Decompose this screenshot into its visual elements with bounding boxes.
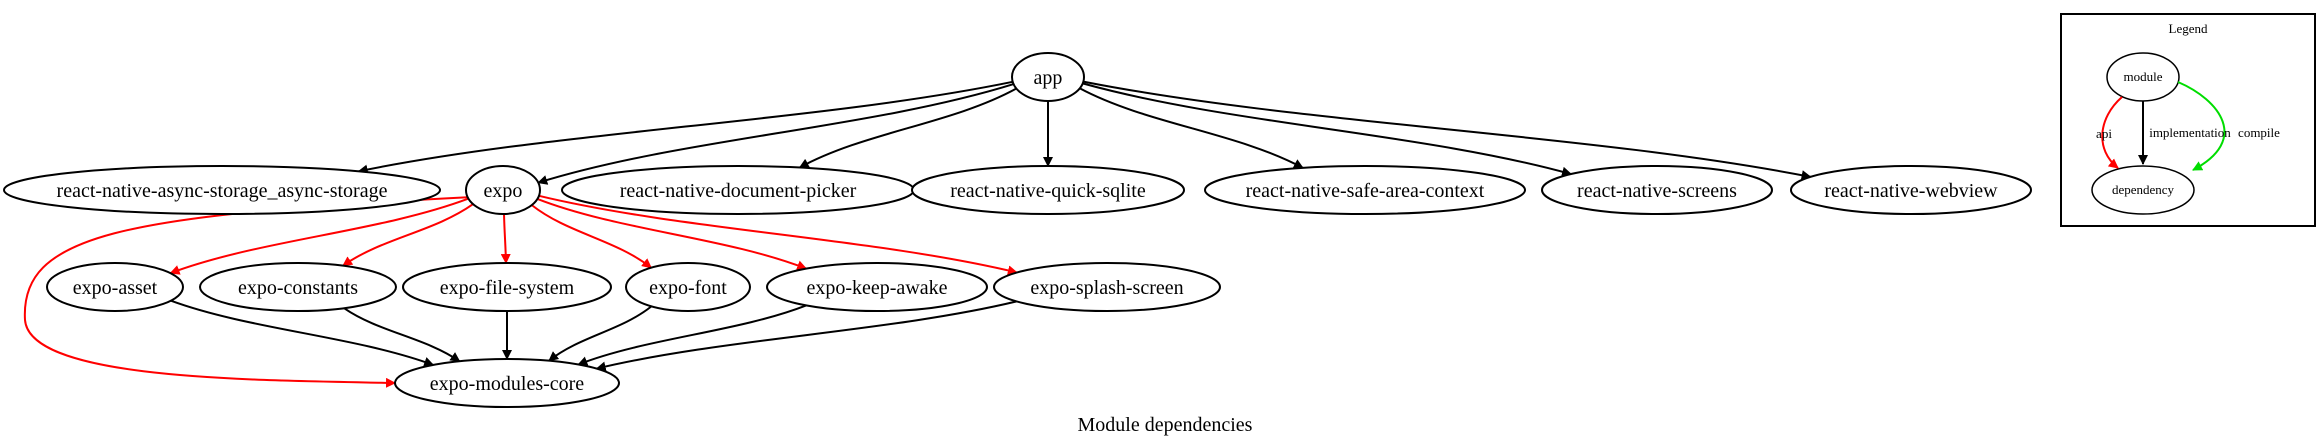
legend-edge-compile — [2177, 81, 2226, 171]
legend-edge-api — [2101, 96, 2123, 169]
edge-expo-font-to-expo-modules-core — [548, 305, 653, 362]
graph-caption: Module dependencies — [1078, 414, 1253, 436]
legend-title: Legend — [2169, 21, 2208, 36]
edge-app-to-webview — [1083, 80, 1812, 181]
node-label: expo-asset — [73, 277, 158, 299]
edge-expo-to-expo-modules-core — [23, 196, 468, 388]
node-expo-modules-core[interactable]: expo-modules-core — [394, 358, 620, 408]
edge-app-to-safe-area — [1079, 87, 1304, 169]
node-expo-splash-screen[interactable]: expo-splash-screen — [993, 262, 1221, 312]
node-app[interactable]: app — [1011, 52, 1085, 102]
node-expo-constants[interactable]: expo-constants — [199, 262, 397, 312]
edge-app-to-expo — [537, 83, 1014, 185]
edge-expo-to-expo-constants — [342, 203, 474, 267]
node-expo-asset[interactable]: expo-asset — [46, 262, 184, 312]
node-label: react-native-quick-sqlite — [950, 180, 1146, 202]
edge-expo-keep-awake-to-expo-modules-core — [577, 304, 807, 366]
node-expo[interactable]: expo — [465, 165, 541, 215]
node-label: react-native-webview — [1824, 180, 1998, 202]
legend-compile-label: compile — [2238, 125, 2280, 140]
edge-app-to-async-storage — [357, 80, 1013, 175]
node-expo-font[interactable]: expo-font — [625, 262, 751, 312]
legend-api-label: api — [2096, 126, 2112, 141]
edge-expo-constants-to-expo-modules-core — [343, 307, 461, 363]
edge-expo-to-expo-file-system — [500, 213, 511, 264]
node-label: react-native-safe-area-context — [1246, 180, 1485, 202]
node-label: expo-constants — [238, 277, 358, 299]
edge-expo-to-expo-asset — [169, 197, 469, 275]
edge-app-to-screens — [1082, 82, 1573, 177]
node-label: expo-font — [649, 277, 727, 299]
legend: Legend module dependency api implementat… — [2060, 13, 2316, 227]
node-react-native-webview[interactable]: react-native-webview — [1790, 165, 2032, 215]
edge-app-to-document-picker — [798, 87, 1017, 169]
node-label: react-native-screens — [1577, 180, 1737, 202]
edge-expo-to-expo-splash-screen — [538, 194, 1018, 276]
node-react-native-screens[interactable]: react-native-screens — [1541, 165, 1773, 215]
legend-module-label: module — [2124, 69, 2163, 84]
node-expo-keep-awake[interactable]: expo-keep-awake — [766, 262, 988, 312]
node-label: expo-file-system — [440, 277, 575, 299]
edge-expo-to-expo-keep-awake — [537, 197, 808, 271]
edge-expo-to-expo-font — [531, 204, 652, 269]
edges-layer — [23, 80, 1812, 388]
node-label: expo-splash-screen — [1030, 277, 1183, 299]
node-react-native-quick-sqlite[interactable]: react-native-quick-sqlite — [911, 165, 1185, 215]
legend-node-dependency: dependency — [2091, 165, 2195, 215]
node-expo-file-system[interactable]: expo-file-system — [402, 262, 612, 312]
node-label: app — [1034, 67, 1063, 89]
edge-expo-splash-screen-to-expo-modules-core — [595, 300, 1017, 372]
legend-node-module: module — [2106, 52, 2180, 102]
node-label: expo-keep-awake — [806, 277, 947, 299]
node-react-native-document-picker[interactable]: react-native-document-picker — [561, 165, 915, 215]
legend-implementation-label: implementation — [2149, 125, 2231, 140]
node-label: react-native-async-storage_async-storage — [57, 180, 388, 202]
node-label: expo-modules-core — [430, 373, 585, 395]
node-react-native-async-storage[interactable]: react-native-async-storage_async-storage — [3, 165, 441, 215]
edge-expo-asset-to-expo-modules-core — [170, 299, 435, 367]
legend-dependency-label: dependency — [2112, 182, 2175, 197]
node-label: expo — [484, 180, 523, 202]
node-label: react-native-document-picker — [620, 180, 857, 202]
node-react-native-safe-area-context[interactable]: react-native-safe-area-context — [1204, 165, 1526, 215]
